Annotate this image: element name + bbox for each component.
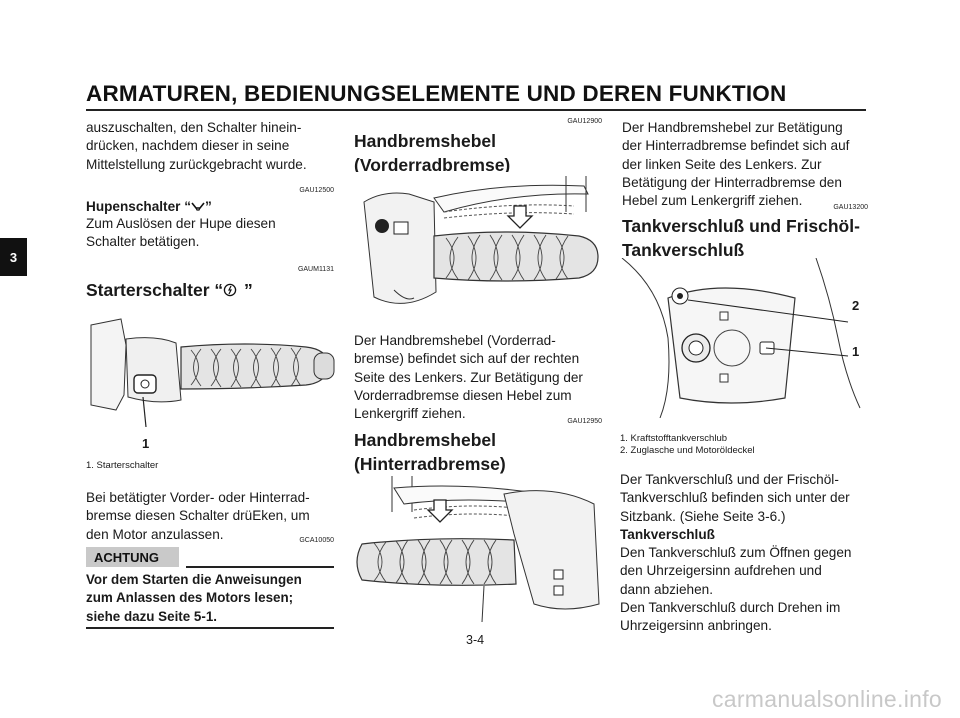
text-line: drücken, nachdem dieser in seine	[86, 138, 290, 154]
text-line: Tankverschluß befinden sich unter der	[620, 490, 850, 506]
caution-rule-bottom	[86, 627, 334, 629]
tank-heading: Tankverschluß und Frischöl- Tankverschlu…	[622, 214, 860, 262]
tank-text: Der Tankverschluß und der Frischöl- Tank…	[620, 471, 868, 636]
ref-code: GAU12500	[299, 187, 334, 194]
text-line: siehe dazu Seite 5-1.	[86, 608, 217, 624]
text-line: Den Tankverschluß durch Drehen im	[620, 600, 841, 616]
rear-brake-heading: Handbremshebel (Hinterradbremse)	[354, 428, 506, 476]
text-line: Den Tankverschluß zum Öffnen gegen	[620, 545, 852, 561]
starter-heading: Starterschalter “ ”	[86, 278, 253, 302]
horn-heading-text: Hupenschalter “	[86, 199, 191, 214]
starter-icon	[223, 278, 239, 302]
text-line: auszuschalten, den Schalter hinein-	[86, 120, 302, 135]
figure-callout: 1	[142, 436, 150, 451]
chapter-tab: 3	[0, 238, 27, 276]
horn-heading: Hupenschalter “ ”	[86, 199, 212, 214]
text-line: Mittelstellung zurückgebracht wurde.	[86, 156, 307, 172]
front-brake-text: Der Handbremshebel (Vorderrad- bremse) b…	[354, 332, 602, 423]
caption-line: 2. Zuglasche und Motoröldeckel	[620, 445, 755, 456]
horn-heading-end: ”	[205, 199, 212, 214]
starter-heading-text: Starterschalter “	[86, 280, 224, 300]
tank-captions: 1. Kraftstofftankverschlub 2. Zuglasche …	[620, 433, 755, 457]
starter-text: Bei betätigter Vorder- oder Hinterrad- b…	[86, 489, 334, 544]
ref-code: GAU12900	[567, 118, 602, 125]
text-line: den Motor anzulassen.	[86, 526, 224, 542]
heading-line: (Vorderradbremse)	[354, 155, 511, 175]
tank-cap-illustration	[620, 258, 868, 418]
heading-line: Tankverschluß	[622, 240, 745, 260]
text-line: Bei betätigter Vorder- oder Hinterrad-	[86, 490, 310, 505]
text-line: Hebel zum Lenkergriff ziehen.	[622, 193, 803, 209]
text-line: Vorderradbremse diesen Hebel zum	[354, 387, 572, 403]
text-line: bremse diesen Schalter drüEken, um	[86, 508, 310, 524]
rear-brake-illustration	[354, 474, 604, 624]
front-brake-illustration	[354, 172, 604, 320]
ref-code: GCA10050	[299, 537, 334, 544]
intro-text: auszuschalten, den Schalter hinein- drüc…	[86, 119, 334, 174]
heading-line: Handbremshebel	[354, 430, 496, 450]
header-rule	[86, 109, 866, 111]
text-line: bremse) befindet sich auf der rechten	[354, 351, 580, 367]
caution-text: Vor dem Starten die Anweisungen zum Anla…	[86, 571, 334, 626]
text-line: Sitzbank. (Siehe Seite 3-6.)	[620, 508, 786, 524]
text-line: Der Handbremshebel zur Betätigung	[622, 120, 843, 135]
ref-code: GAU13200	[833, 204, 868, 211]
text-line: Vor dem Starten die Anweisungen	[86, 572, 302, 587]
page-number: 3-4	[466, 633, 485, 647]
watermark: carmanualsonline.info	[711, 686, 942, 712]
text-line: den Uhrzeigersinn aufdrehen und	[620, 563, 822, 579]
text-line: Schalter betätigen.	[86, 234, 200, 250]
text-line: Der Handbremshebel (Vorderrad-	[354, 333, 556, 348]
heading-line: (Hinterradbremse)	[354, 454, 506, 474]
text-line: Der Tankverschluß und der Frischöl-	[620, 472, 839, 487]
horn-icon	[191, 199, 205, 214]
text-line: Betätigung der Hinterradbremse den	[622, 174, 842, 190]
horn-text: Zum Auslösen der Hupe diesen Schalter be…	[86, 215, 334, 252]
tank-subheading: Tankverschluß	[620, 526, 715, 542]
text-line: Seite des Lenkers. Zur Betätigung der	[354, 369, 583, 385]
heading-line: Tankverschluß und Frischöl-	[622, 216, 860, 236]
front-brake-heading: Handbremshebel (Vorderradbremse)	[354, 129, 510, 177]
caption-line: 1. Kraftstofftankverschlub	[620, 433, 728, 444]
starter-switch-illustration	[86, 305, 336, 445]
caution-label: ACHTUNG	[86, 547, 179, 567]
text-line: zum Anlassen des Motors lesen;	[86, 590, 294, 606]
ref-code: GAU12950	[567, 418, 602, 425]
ref-code: GAUM1131	[297, 266, 334, 273]
tank-callout-2: 2	[852, 298, 860, 313]
section-title: ARMATUREN, BEDIENUNGSELEMENTE UND DEREN …	[86, 81, 787, 106]
starter-heading-end: ”	[239, 280, 253, 300]
figure-caption: 1. Starterschalter	[86, 460, 159, 471]
caution-rule-top	[186, 566, 334, 568]
text-line: der linken Seite des Lenkers. Zur	[622, 156, 822, 172]
text-line: Lenkergriff ziehen.	[354, 406, 466, 422]
text-line: der Hinterradbremse befindet sich auf	[622, 138, 850, 154]
text-line: dann abziehen.	[620, 581, 713, 597]
tank-callout-1: 1	[852, 344, 860, 359]
rear-brake-text: Der Handbremshebel zur Betätigung der Hi…	[622, 119, 868, 210]
text-line: Uhrzeigersinn anbringen.	[620, 618, 772, 634]
text-line: Zum Auslösen der Hupe diesen	[86, 216, 276, 231]
heading-line: Handbremshebel	[354, 131, 496, 151]
